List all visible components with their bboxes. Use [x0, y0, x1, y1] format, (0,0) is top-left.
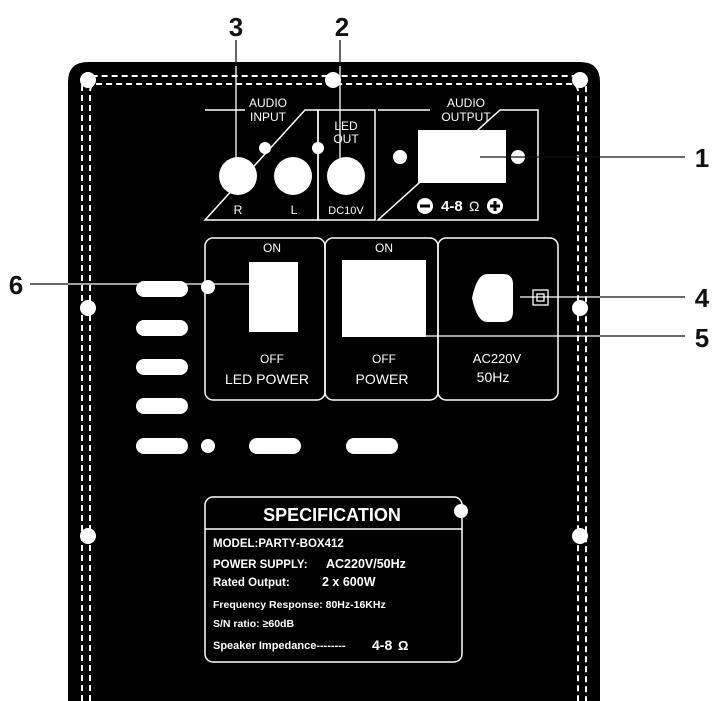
- power-off-label: OFF: [372, 352, 396, 366]
- led-out-voltage: DC10V: [328, 205, 364, 217]
- screw-hole: [393, 150, 407, 164]
- led-power-on-label: ON: [263, 241, 281, 255]
- led-power-name: LED POWER: [225, 371, 309, 387]
- screw-hole: [454, 504, 468, 518]
- power-section: ON OFF POWER: [324, 237, 439, 401]
- vent-slots: [136, 281, 398, 454]
- callout-1: 1: [695, 143, 709, 173]
- ac-input-voltage: AC220V: [473, 351, 522, 366]
- spec-rated-output-label: Rated Output:: [213, 577, 290, 589]
- vent-slot: [136, 398, 188, 414]
- callout-4: 4: [695, 283, 710, 313]
- spec-impedance-unit: Ω: [398, 638, 408, 653]
- ac-input-section: AC220V 50Hz: [437, 237, 559, 401]
- vent-slot: [136, 438, 188, 454]
- callout-lines: [30, 40, 685, 337]
- screw-hole: [201, 439, 215, 453]
- panel-body: [68, 62, 600, 701]
- callout-3: 3: [229, 12, 243, 42]
- screw-hole: [312, 142, 324, 154]
- panel-dashed-border-inner: [89, 83, 579, 701]
- vent-slot: [136, 320, 188, 336]
- audio-output-title-line1: AUDIO: [447, 96, 485, 110]
- rca-input-right-jack[interactable]: [219, 157, 257, 195]
- vent-slot: [346, 438, 398, 454]
- audio-input-title-line1: AUDIO: [249, 96, 287, 110]
- led-power-switch[interactable]: [249, 262, 298, 332]
- led-out-title-line1: LED: [334, 119, 358, 133]
- screw-hole: [201, 280, 215, 294]
- led-power-section: ON OFF LED POWER: [201, 237, 326, 401]
- screw-hole: [80, 300, 96, 316]
- input-right-label: R: [234, 203, 243, 217]
- screw-hole: [80, 528, 96, 544]
- spec-power-supply-label: POWER SUPPLY:: [213, 559, 308, 571]
- callout-6: 6: [9, 270, 23, 300]
- rca-input-left-jack[interactable]: [274, 157, 312, 195]
- output-ohm-symbol: Ω: [469, 198, 479, 214]
- power-on-label: ON: [375, 241, 393, 255]
- plus-circle-icon: [487, 198, 503, 214]
- screw-holes: [80, 72, 588, 544]
- callout-numbers: 3 2 1 4 5 6: [9, 12, 710, 353]
- screw-hole: [572, 300, 588, 316]
- ac-input-frequency: 50Hz: [477, 369, 510, 385]
- output-impedance-value: 4-8: [441, 198, 463, 215]
- screw-hole: [259, 142, 271, 154]
- spec-frequency-response: Frequency Response: 80Hz-16KHz: [213, 599, 386, 611]
- callout-line-5-inner: [382, 300, 600, 337]
- spec-title: SPECIFICATION: [263, 505, 401, 525]
- spec-impedance-value: 4-8: [372, 637, 392, 653]
- vent-slot: [136, 359, 188, 375]
- spec-impedance-label: Speaker Impedance--------: [213, 640, 346, 652]
- power-name: POWER: [356, 371, 409, 387]
- spec-sn-ratio: S/N ratio: ≥60dB: [213, 618, 294, 630]
- audio-output-title-line2: OUTPUT: [441, 110, 491, 124]
- led-out-title-line2: OUT: [333, 132, 359, 146]
- minus-circle-icon: [417, 198, 433, 214]
- callout-5: 5: [695, 323, 709, 353]
- screw-hole: [572, 528, 588, 544]
- screw-hole: [80, 72, 96, 88]
- ac-power-socket[interactable]: [472, 274, 513, 322]
- spec-power-supply-value: AC220V/50Hz: [326, 557, 406, 571]
- spec-rated-output-value: 2 x 600W: [322, 575, 376, 589]
- main-power-switch[interactable]: [342, 260, 426, 337]
- input-left-label: L: [291, 203, 298, 217]
- specification-label: SPECIFICATION MODEL:PARTY-BOX412 POWER S…: [204, 496, 468, 663]
- audio-input-section: AUDIO INPUT R L: [203, 96, 319, 221]
- led-power-off-label: OFF: [260, 352, 284, 366]
- screw-hole: [572, 72, 588, 88]
- vent-slot: [249, 438, 301, 454]
- audio-input-title-line2: INPUT: [250, 110, 287, 124]
- spec-model: MODEL:PARTY-BOX412: [213, 538, 344, 550]
- callout-2: 2: [335, 12, 349, 42]
- vent-slot: [136, 281, 188, 297]
- screw-hole: [325, 72, 341, 88]
- dc-output-jack[interactable]: [327, 157, 365, 195]
